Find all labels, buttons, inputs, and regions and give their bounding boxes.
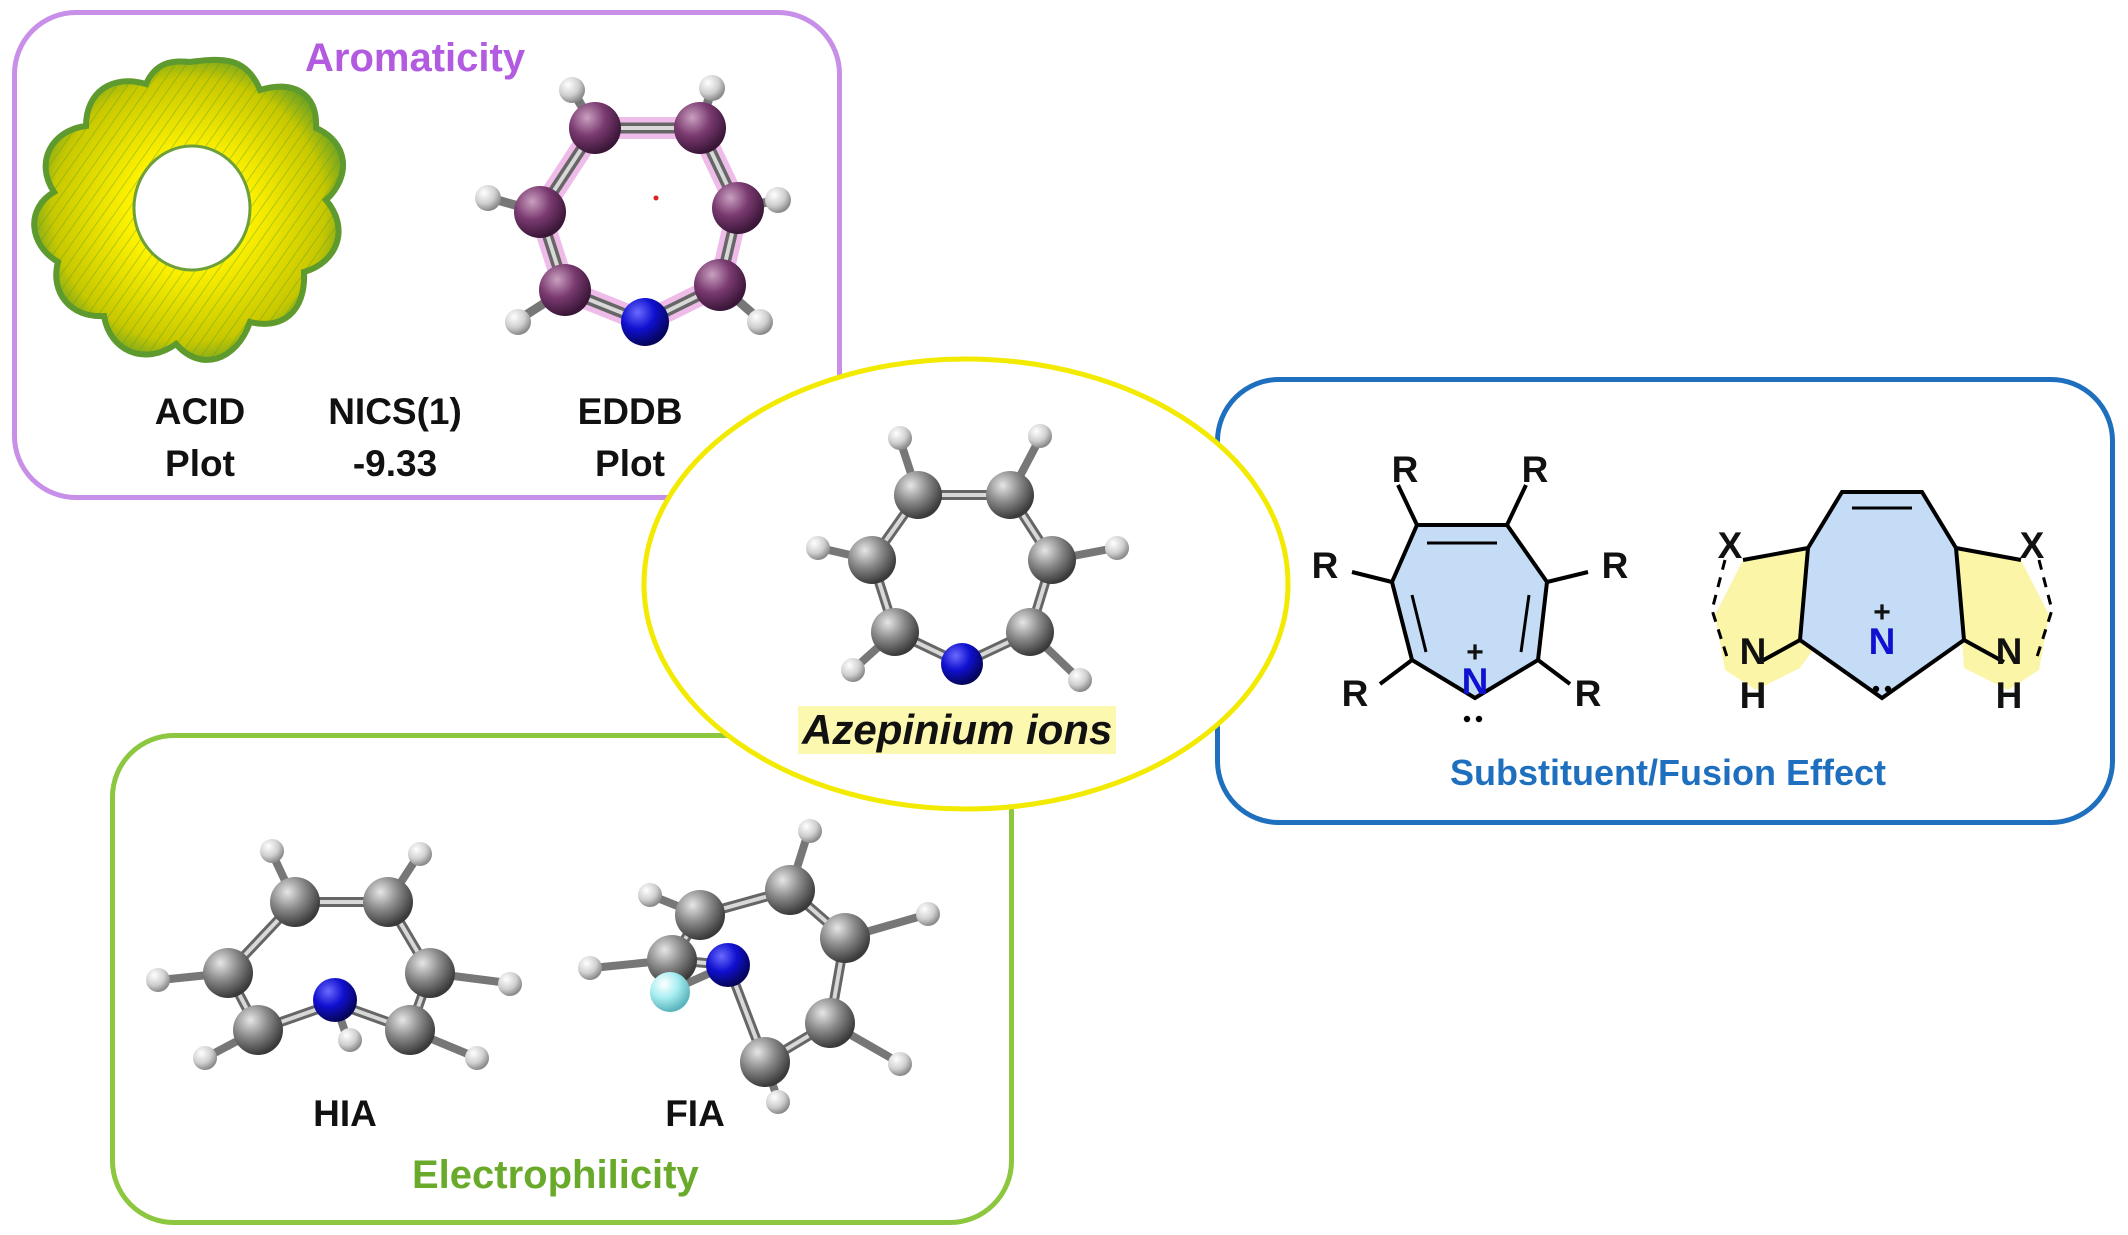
fia-molecule (578, 819, 940, 1114)
eddb-molecule (475, 75, 791, 346)
hia-label: HIA (313, 1093, 377, 1134)
center-title: Azepinium ions (798, 706, 1117, 754)
sub-plus-charge: + (1466, 636, 1484, 669)
acid-label: ACID Plot (130, 386, 270, 490)
fia-label: FIA (665, 1093, 725, 1134)
electrophilicity-panel (110, 733, 1014, 1225)
hia-molecule (146, 839, 522, 1070)
acid-label-line2: Plot (165, 443, 235, 484)
eddb-label: EDDB Plot (555, 386, 705, 490)
acid-label-line1: ACID (154, 391, 246, 432)
fused-x-right: X (2019, 525, 2045, 566)
fused-structure (1710, 490, 2054, 701)
electrophilicity-title: Electrophilicity (412, 1153, 699, 1197)
sub-nitrogen: N (1461, 661, 1489, 702)
fused-nh-left: N H (1733, 630, 1773, 718)
nics-label-line1: NICS(1) (328, 391, 462, 432)
fused-nitrogen: N (1868, 621, 1896, 662)
eddb-label-line1: EDDB (577, 391, 683, 432)
substituent-title: Substituent/Fusion Effect (1450, 752, 1886, 793)
nics-label: NICS(1) -9.33 (305, 386, 485, 490)
sub-r-top-left: R (1391, 449, 1419, 490)
substituted-structure (1351, 484, 1589, 723)
sub-r-bottom-left: R (1341, 673, 1369, 714)
nics-value: -9.33 (352, 443, 438, 484)
fused-nh-right: N H (1989, 630, 2029, 718)
fused-nh-left-n: N (1739, 631, 1767, 672)
fused-nh-right-n: N (1995, 631, 2023, 672)
fused-plus-charge: + (1873, 596, 1891, 629)
fused-nh-right-h: H (1995, 675, 2023, 716)
azepinium-molecule (806, 424, 1129, 692)
eddb-label-line2: Plot (595, 443, 665, 484)
aromaticity-title: Aromaticity (305, 36, 526, 80)
sub-r-bottom-right: R (1574, 673, 1602, 714)
fused-nh-left-h: H (1739, 675, 1767, 716)
acid-plot-image (31, 56, 347, 363)
sub-r-top-right: R (1521, 449, 1549, 490)
center-ellipse (641, 356, 1291, 812)
fused-x-left: X (1717, 525, 1743, 566)
sub-r-mid-left: R (1311, 545, 1339, 586)
sub-r-mid-right: R (1601, 545, 1629, 586)
